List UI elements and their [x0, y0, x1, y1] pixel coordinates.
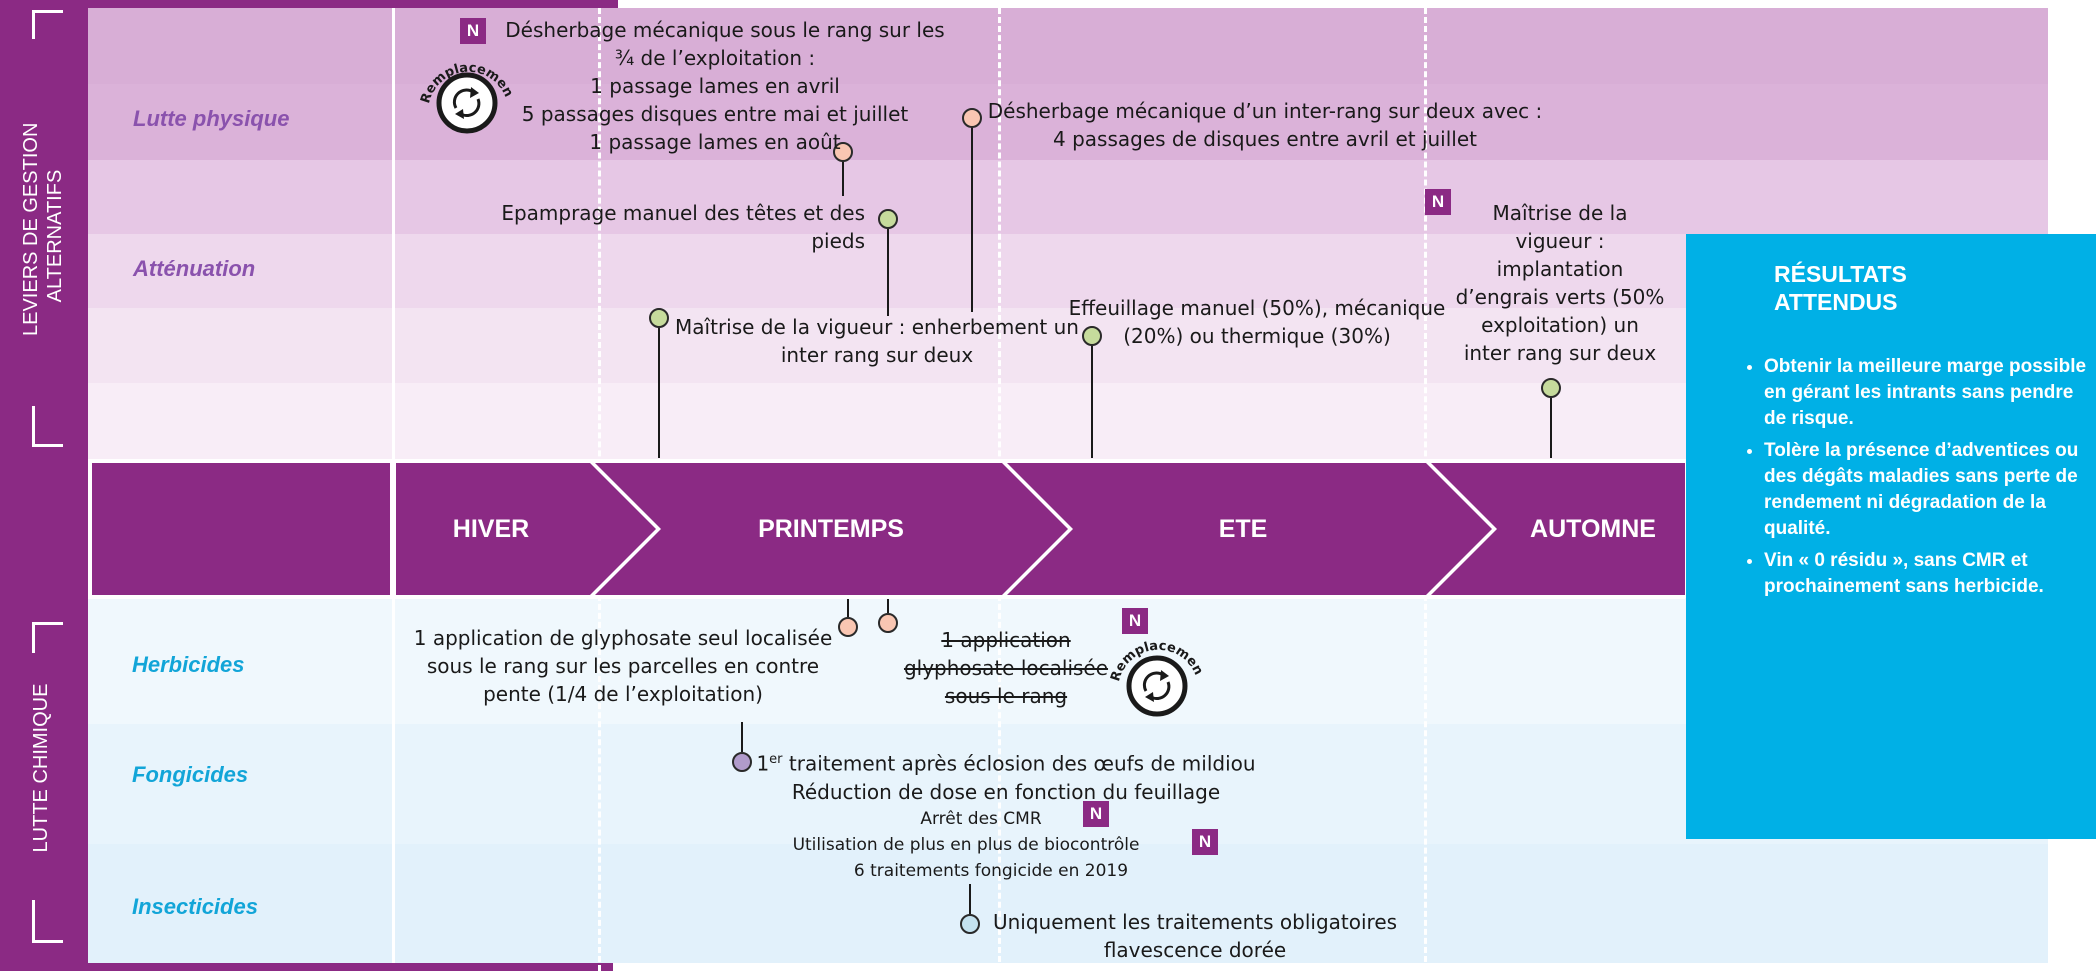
results-item: Obtenir la meilleure marge possible en g… — [1764, 354, 2094, 432]
connector-effeuillage — [1091, 344, 1093, 458]
top-strip — [88, 0, 618, 8]
note-fongicides: 1er traitement après éclosion des œufs d… — [756, 751, 1256, 881]
marker-glyphosate-barre — [878, 613, 898, 633]
season-hiver: HIVER — [452, 514, 530, 543]
sidebar-title-leviers: LEVIERS DE GESTION ALTERNATIFS — [20, 122, 66, 336]
band-physique-2 — [88, 84, 2048, 160]
band-insecticides — [88, 844, 2048, 963]
results-item: Tolère la présence d’adventices ou des d… — [1764, 438, 2094, 542]
marker-epamprage — [878, 209, 898, 229]
season-automne: AUTOMNE — [1530, 514, 1656, 543]
note-insecticides: Uniquement les traitements obligatoires … — [992, 910, 1398, 962]
results-panel: RÉSULTATS ATTENDUS Obtenir la meilleure … — [1686, 234, 2096, 839]
marker-vigueur-enherbement — [649, 308, 669, 328]
results-item: Vin « 0 résidu », sans CMR et prochainem… — [1764, 548, 2094, 600]
row-label-insecticides: Insecticides — [132, 894, 258, 919]
season-ete: ETE — [1218, 514, 1268, 543]
connector-glyphosate-barre — [887, 599, 889, 613]
marker-effeuillage — [1082, 326, 1102, 346]
band-attenuation-1 — [88, 160, 2048, 234]
connector-insecticides — [969, 884, 971, 914]
bracket-top-end — [32, 406, 63, 447]
band-physique-1 — [88, 8, 2048, 84]
note-vigueur-enherbement: Maîtrise de la vigueur : enherbement un … — [675, 315, 1079, 367]
replacement-icon-physique: Remplacement — [414, 45, 517, 156]
connector-vigueur-enherbement — [658, 326, 660, 458]
row-label-herbicides: Herbicides — [132, 652, 245, 677]
bottom-strip — [88, 963, 613, 971]
bracket-top-start — [32, 10, 63, 39]
note-desherbage-sous-rang: Désherbage mécanique sous le rang sur le… — [505, 18, 945, 154]
sidebar-title-lutte-chimique: LUTTE CHIMIQUE — [30, 683, 52, 853]
marker-insecticides — [960, 914, 980, 934]
connector-engrais-verts — [1550, 396, 1552, 458]
marker-glyphosate-localise — [838, 617, 858, 637]
row-label-attenuation: Atténuation — [133, 256, 256, 281]
new-badge-desherbage: N — [460, 18, 486, 44]
new-badge-cmr: N — [1083, 801, 1109, 827]
note-effeuillage: Effeuillage manuel (50%), mécanique (20%… — [1068, 296, 1446, 348]
season-printemps: PRINTEMPS — [758, 514, 904, 543]
row-label-lutte-physique: Lutte physique — [133, 106, 290, 131]
marker-desherbage-sous-rang — [833, 142, 853, 162]
connector-desherbage-inter-rang — [971, 126, 973, 312]
bracket-bottom-start — [32, 622, 63, 653]
row-label-fongicides: Fongicides — [132, 762, 249, 787]
note-epamprage: Epamprage manuel des têtes et des pieds — [501, 201, 865, 253]
note-desherbage-inter-rang: Désherbage mécanique d’un inter-rang sur… — [987, 99, 1543, 151]
new-badge-biocontrole: N — [1192, 829, 1218, 855]
left-sidebar — [0, 0, 88, 971]
results-list: Obtenir la meilleure marge possible en g… — [1736, 354, 2094, 606]
connector-fongicides — [741, 722, 743, 752]
connector-desherbage-sous-rang — [842, 160, 844, 196]
new-badge-herbicides: N — [1122, 608, 1148, 634]
note-engrais-verts: Maîtrise de la vigueur : implantation d’… — [1455, 201, 1665, 365]
marker-desherbage-inter-rang — [962, 108, 982, 128]
note-glyphosate-localise: 1 application de glyphosate seul localis… — [413, 626, 833, 706]
marker-fongicides — [732, 752, 752, 772]
replacement-icon-herbicides: Remplacement — [1104, 623, 1207, 734]
results-title: RÉSULTATS ATTENDUS — [1774, 261, 1907, 315]
bracket-bottom-end — [32, 900, 63, 943]
new-badge-engrais-verts: N — [1425, 189, 1451, 215]
connector-glyphosate-localise — [847, 599, 849, 617]
note-glyphosate-barre: 1 application glyphosate localisée sous … — [903, 628, 1109, 708]
season-bar: HIVER PRINTEMPS ETE AUTOMNE — [88, 459, 1685, 599]
connector-epamprage — [887, 228, 889, 316]
marker-engrais-verts — [1541, 378, 1561, 398]
